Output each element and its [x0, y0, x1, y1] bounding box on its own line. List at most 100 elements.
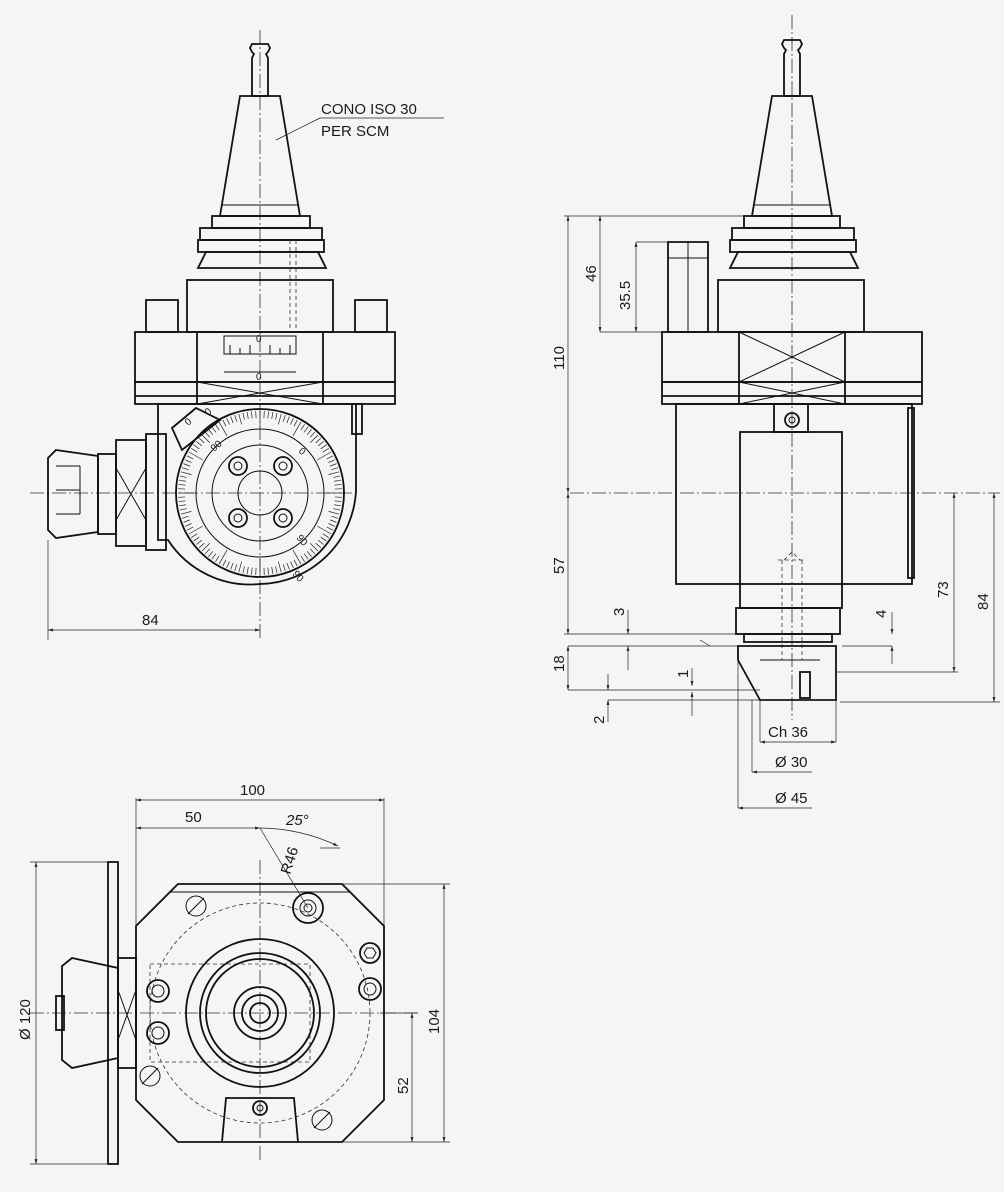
- dial-tick: [208, 551, 214, 557]
- dial-tick: [226, 561, 230, 569]
- dial-tick: [251, 567, 253, 575]
- dial-tick: [186, 526, 194, 531]
- dim-84-left: 84: [142, 612, 159, 629]
- dial-tick: [211, 553, 217, 560]
- dial-tick: [328, 523, 336, 527]
- dial-tick: [201, 434, 211, 444]
- dial-tick: [334, 500, 342, 502]
- dial-tick: [329, 463, 337, 467]
- cone-label-line2: PER SCM: [321, 123, 389, 140]
- dim-84-right: 84: [975, 593, 992, 610]
- dial-tick: [186, 455, 194, 460]
- dim-52: 52: [395, 1077, 412, 1094]
- dial-tick: [234, 414, 238, 422]
- dial-tick: [282, 564, 286, 572]
- diameter-120: Ø 120: [17, 999, 34, 1040]
- dim-46: 46: [583, 265, 600, 282]
- dial-tick: [215, 555, 220, 562]
- dial-tick: [178, 479, 186, 482]
- dial-tick: [334, 479, 342, 482]
- dial-tick: [320, 444, 327, 450]
- dial-tick: [271, 567, 274, 575]
- dial-tick: [334, 504, 342, 507]
- dial-tick: [246, 567, 249, 575]
- radius-46: R46: [278, 845, 303, 876]
- diameter-45: Ø 45: [775, 790, 808, 807]
- dial-tick: [300, 424, 305, 431]
- dial-tick: [222, 419, 227, 427]
- dial-tick: [292, 549, 302, 565]
- angle-25: 25°: [285, 812, 309, 829]
- dial-tick: [211, 426, 217, 433]
- dial-tick: [334, 484, 342, 486]
- dial-tick: [188, 525, 204, 535]
- dial-tick: [204, 431, 211, 438]
- dial-tick: [293, 419, 298, 427]
- dial-tick: [181, 515, 189, 519]
- dial-tick: [306, 551, 312, 557]
- dial-tick: [198, 542, 205, 549]
- front-view: [30, 30, 444, 640]
- bottom-view: [30, 798, 450, 1165]
- dial-tick: [328, 511, 340, 515]
- dial-tick: [218, 421, 228, 437]
- dial-tick: [201, 542, 211, 552]
- dial-tick: [180, 511, 192, 515]
- dim-73: 73: [935, 581, 952, 598]
- dial-tick: [179, 508, 187, 511]
- dim-1: 1: [675, 670, 692, 678]
- dial-tick: [293, 559, 298, 567]
- dim-100: 100: [240, 782, 265, 799]
- dial-tick: [292, 421, 302, 437]
- dial-tick: [191, 533, 198, 538]
- dial-tick: [275, 566, 278, 574]
- dial-tick: [315, 437, 322, 444]
- dial-tick: [278, 413, 282, 425]
- dial-tick: [246, 411, 249, 419]
- dial-tick: [267, 567, 269, 575]
- dial-tick: [267, 411, 269, 419]
- dial-tick: [286, 416, 290, 424]
- dial-tick: [290, 417, 294, 425]
- dim-3: 3: [611, 608, 628, 616]
- dial-tick: [318, 441, 324, 447]
- dial-tick: [331, 515, 339, 519]
- vernier-0: 0: [256, 334, 262, 345]
- dimension-labels: CONO ISO 30 PER SCM 84 46 35.5 110 57 3 …: [17, 101, 992, 1094]
- dial-tick: [309, 542, 319, 552]
- chamfer-36: Ch 36: [768, 724, 808, 741]
- dial-tick: [316, 451, 332, 461]
- dial-tick: [178, 504, 186, 507]
- dial-tick: [320, 536, 327, 542]
- dial-tick: [251, 411, 253, 419]
- dial-tick: [309, 548, 316, 555]
- dial-tick: [326, 455, 334, 460]
- cone-label-line1: CONO ISO 30: [321, 101, 417, 118]
- dial-tick: [178, 484, 186, 486]
- dial-tick: [222, 559, 227, 567]
- dial-tick: [230, 416, 234, 424]
- dial-tick: [242, 566, 245, 574]
- dial-tick: [329, 519, 337, 523]
- dial-tick: [242, 412, 245, 420]
- dial-tick: [309, 431, 316, 438]
- dial-tick: [215, 424, 220, 431]
- dial-tick: [184, 459, 192, 463]
- dial-tick: [300, 555, 305, 562]
- dial-tick: [218, 549, 228, 565]
- dial-tick: [286, 562, 290, 570]
- dial-tick: [184, 523, 192, 527]
- dim-50: 50: [185, 809, 202, 826]
- dial-tick: [322, 533, 329, 538]
- dial-tick: [303, 553, 309, 560]
- dial-tick: [328, 471, 340, 475]
- dial-tick: [188, 451, 204, 461]
- dial-tick: [196, 441, 202, 447]
- dial-tick: [181, 467, 189, 471]
- dial-tick: [333, 508, 341, 511]
- dim-57: 57: [551, 557, 568, 574]
- diameter-30: Ø 30: [775, 754, 808, 771]
- dial-tick: [196, 539, 202, 545]
- dial-tick: [238, 413, 242, 425]
- dim-35-5: 35.5: [617, 281, 634, 310]
